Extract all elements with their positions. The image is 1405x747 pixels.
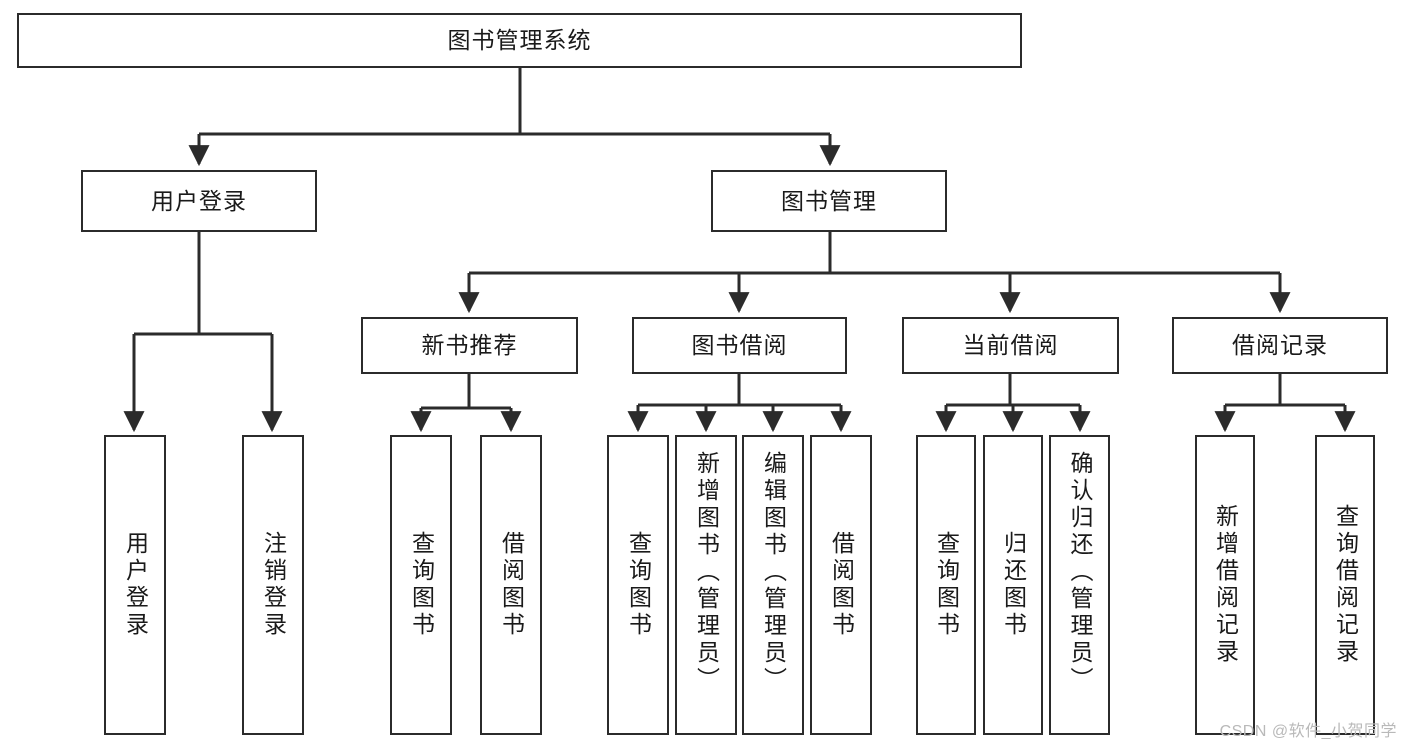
- node-leaf-borrow-book[interactable]: 借阅图书: [810, 435, 872, 735]
- node-label: 图书借阅: [691, 332, 788, 359]
- watermark: CSDN @软件_小贺同学: [1219, 723, 1397, 740]
- node-label: 借阅图书: [828, 531, 855, 639]
- node-label: 查询图书: [408, 531, 435, 639]
- node-label: 查询借阅记录: [1332, 504, 1359, 666]
- node-label: 新增借阅记录: [1212, 504, 1239, 666]
- node-leaf-query-book-borrow[interactable]: 查询图书: [607, 435, 669, 735]
- node-new-book-recommend[interactable]: 新书推荐: [361, 317, 578, 374]
- node-label: 借阅图书: [498, 531, 525, 639]
- node-label: 确认归还（管理员）: [1067, 451, 1093, 694]
- node-label: 用户登录: [122, 531, 149, 639]
- node-book-management[interactable]: 图书管理: [711, 170, 947, 232]
- node-label: 查询图书: [625, 531, 652, 639]
- node-current-borrow[interactable]: 当前借阅: [902, 317, 1119, 374]
- node-leaf-query-book-recommend[interactable]: 查询图书: [390, 435, 452, 735]
- node-label: 借阅记录: [1232, 332, 1328, 359]
- node-leaf-query-book-current[interactable]: 查询图书: [916, 435, 976, 735]
- node-leaf-query-borrow-record[interactable]: 查询借阅记录: [1315, 435, 1375, 735]
- node-root-book-management-system[interactable]: 图书管理系统: [17, 13, 1022, 68]
- node-label: 当前借阅: [962, 332, 1059, 359]
- node-leaf-logout[interactable]: 注销登录: [242, 435, 304, 735]
- node-label: 图书管理系统: [447, 27, 592, 54]
- node-leaf-edit-book[interactable]: 编辑图书（管理员）: [742, 435, 804, 735]
- node-leaf-borrow-book-recommend[interactable]: 借阅图书: [480, 435, 542, 735]
- node-user-login[interactable]: 用户登录: [81, 170, 317, 232]
- node-book-borrow[interactable]: 图书借阅: [632, 317, 847, 374]
- node-leaf-user-login[interactable]: 用户登录: [104, 435, 166, 735]
- node-label: 用户登录: [151, 187, 247, 214]
- node-leaf-add-borrow-record[interactable]: 新增借阅记录: [1195, 435, 1255, 735]
- node-label: 注销登录: [260, 531, 287, 639]
- node-label: 编辑图书（管理员）: [760, 451, 787, 694]
- node-label: 图书管理: [781, 187, 877, 214]
- node-label: 查询图书: [933, 531, 960, 639]
- node-label: 新增图书（管理员）: [693, 451, 720, 694]
- node-label: 新书推荐: [421, 332, 518, 359]
- node-leaf-return-book[interactable]: 归还图书: [983, 435, 1043, 735]
- node-label: 归还图书: [1000, 531, 1027, 639]
- node-borrow-record[interactable]: 借阅记录: [1172, 317, 1388, 374]
- node-leaf-add-book[interactable]: 新增图书（管理员）: [675, 435, 737, 735]
- node-leaf-confirm-return[interactable]: 确认归还（管理员）: [1049, 435, 1110, 735]
